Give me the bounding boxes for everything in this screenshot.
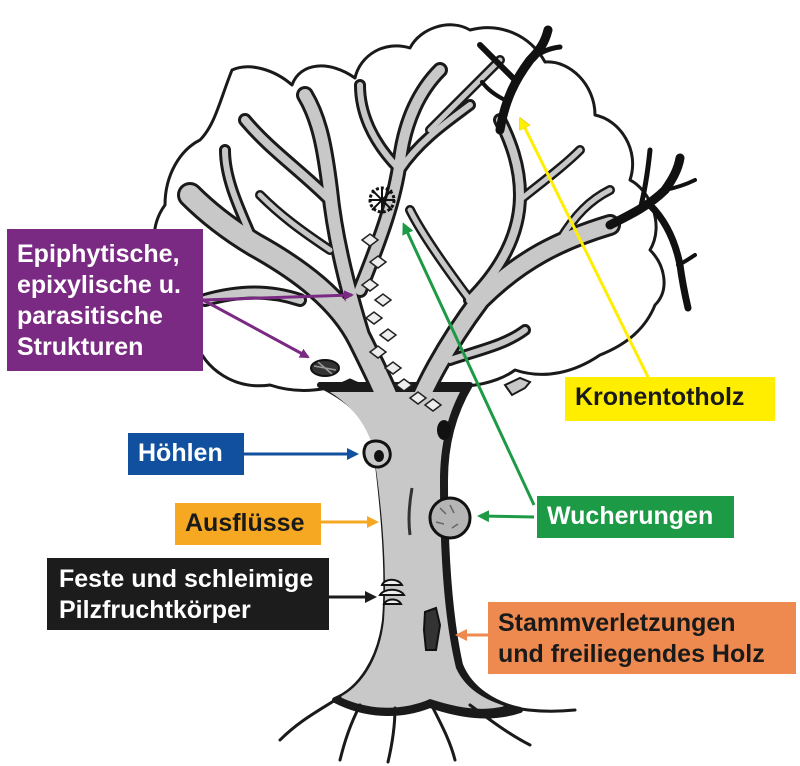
arrow-epiphytic-1: [202, 290, 354, 302]
label-fungal-fruiting-bodies: Feste und schleimige Pilzfruchtkörper: [47, 558, 329, 630]
cavity-upper: [437, 420, 451, 440]
dead-wood: [477, 25, 697, 312]
arrows: [202, 120, 650, 641]
arrow-kronentotholz: [521, 120, 650, 378]
trunk-wound: [422, 606, 442, 651]
burl: [428, 496, 472, 540]
label-cavities: Höhlen: [128, 433, 244, 475]
arrow-wucherungen-1: [477, 510, 535, 523]
roots: [278, 695, 577, 764]
label-exudations: Ausflüsse: [175, 503, 321, 545]
label-growths: Wucherungen: [537, 496, 734, 538]
label-epiphytic-structures: Epiphytische, epixylische u. parasitisch…: [7, 229, 203, 371]
exudation: [407, 487, 414, 536]
arrow-epiphytic-2: [202, 298, 310, 359]
trunk: [330, 392, 505, 709]
arrow-wucherungen-2: [402, 222, 536, 506]
label-trunk-injuries: Stammverletzungen und freiliegendes Holz: [488, 602, 796, 674]
broken-branch-stub: [503, 376, 532, 397]
fungi: [378, 578, 406, 605]
label-crown-deadwood: Kronentotholz: [565, 377, 775, 421]
epiphytes: [310, 186, 443, 412]
